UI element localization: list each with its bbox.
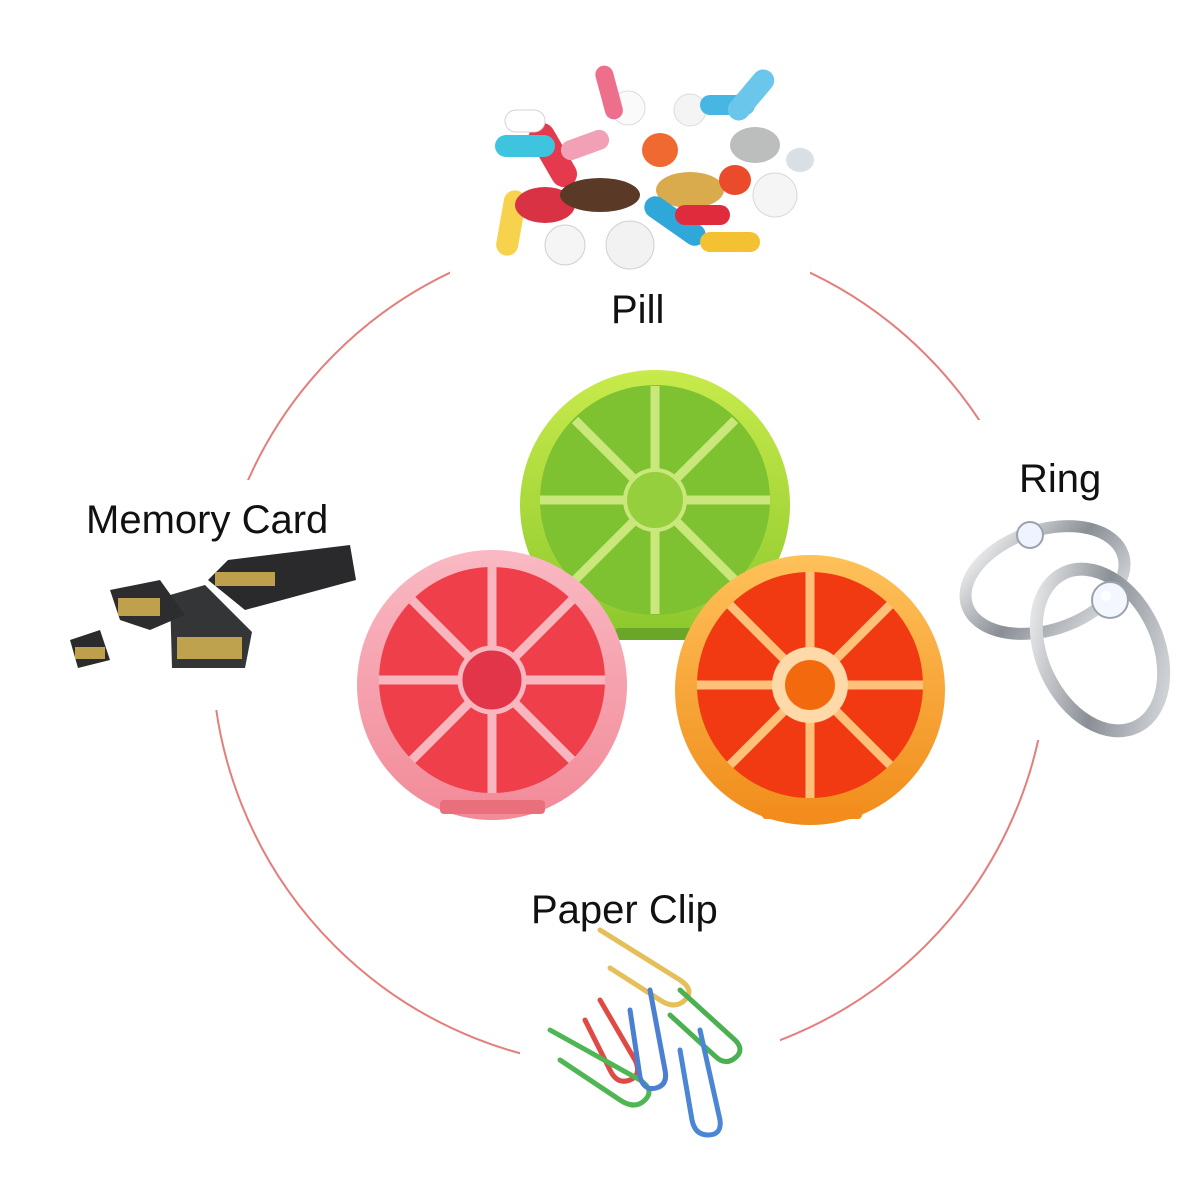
paper-clip-label: Paper Clip (531, 888, 718, 932)
grapefruit-pill-case (357, 550, 627, 820)
orbit-circle (60, 180, 1160, 1180)
pill-label: Pill (611, 288, 665, 332)
pills-image (465, 35, 815, 270)
memory-card-image (70, 545, 356, 668)
orange-pill-case (675, 555, 945, 825)
memory-card-label: Memory Card (86, 498, 329, 542)
paper-clip-image (547, 927, 743, 1138)
ring-image (959, 520, 1171, 738)
ring-label: Ring (1019, 457, 1102, 501)
lime-pill-case (520, 370, 790, 640)
